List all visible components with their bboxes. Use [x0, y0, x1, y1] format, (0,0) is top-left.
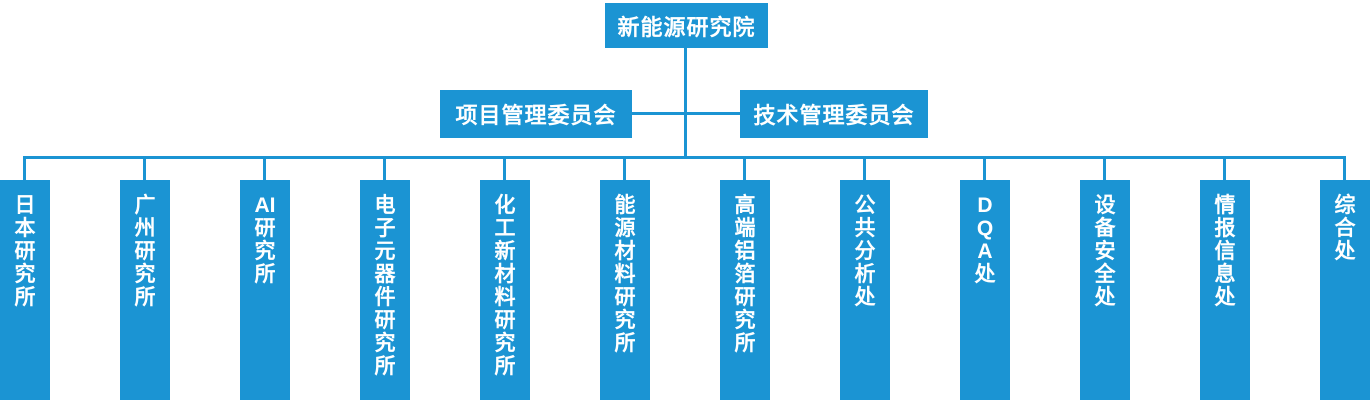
connector-dept-stub [743, 156, 746, 182]
connector-committees-horizontal [632, 112, 740, 115]
org-node-committee-technology: 技术管理委员会 [740, 90, 928, 138]
org-node-dept-general-affairs: 综 合 处 [1320, 180, 1370, 400]
connector-dept-stub [143, 156, 146, 182]
connector-dept-stub [503, 156, 506, 182]
org-node-dept-equipment-safety: 设 备 安 全 处 [1080, 180, 1130, 400]
org-node-dept-japan-institute: 日 本 研 究 所 [0, 180, 50, 400]
org-node-dept-aluminum-foil: 高 端 铝 箔 研 究 所 [720, 180, 770, 400]
connector-root-vertical [684, 48, 687, 159]
org-node-dept-chemical-new-materials: 化 工 新 材 料 研 究 所 [480, 180, 530, 400]
org-node-committee-project: 项目管理委员会 [440, 90, 632, 138]
org-node-root: 新能源研究院 [605, 3, 768, 48]
connector-dept-stub [1103, 156, 1106, 182]
org-node-dept-intelligence-info: 情 报 信 息 处 [1200, 180, 1250, 400]
org-node-dept-energy-materials: 能 源 材 料 研 究 所 [600, 180, 650, 400]
connector-dept-stub [1223, 156, 1226, 182]
org-node-dept-ai-institute: AI 研 究 所 [240, 180, 290, 400]
connector-dept-stub [623, 156, 626, 182]
org-node-dept-guangzhou-institute: 广 州 研 究 所 [120, 180, 170, 400]
connector-dept-stub [863, 156, 866, 182]
connector-dept-stub [983, 156, 986, 182]
org-node-dept-dqa: D Q A 处 [960, 180, 1010, 400]
connector-dept-stub [383, 156, 386, 182]
connector-dept-stub [263, 156, 266, 182]
connector-dept-stub [23, 156, 26, 182]
org-node-dept-public-analysis: 公 共 分 析 处 [840, 180, 890, 400]
connector-departments-horizontal [24, 156, 1346, 159]
org-node-dept-electronic-components: 电 子 元 器 件 研 究 所 [360, 180, 410, 400]
connector-dept-stub [1343, 156, 1346, 182]
